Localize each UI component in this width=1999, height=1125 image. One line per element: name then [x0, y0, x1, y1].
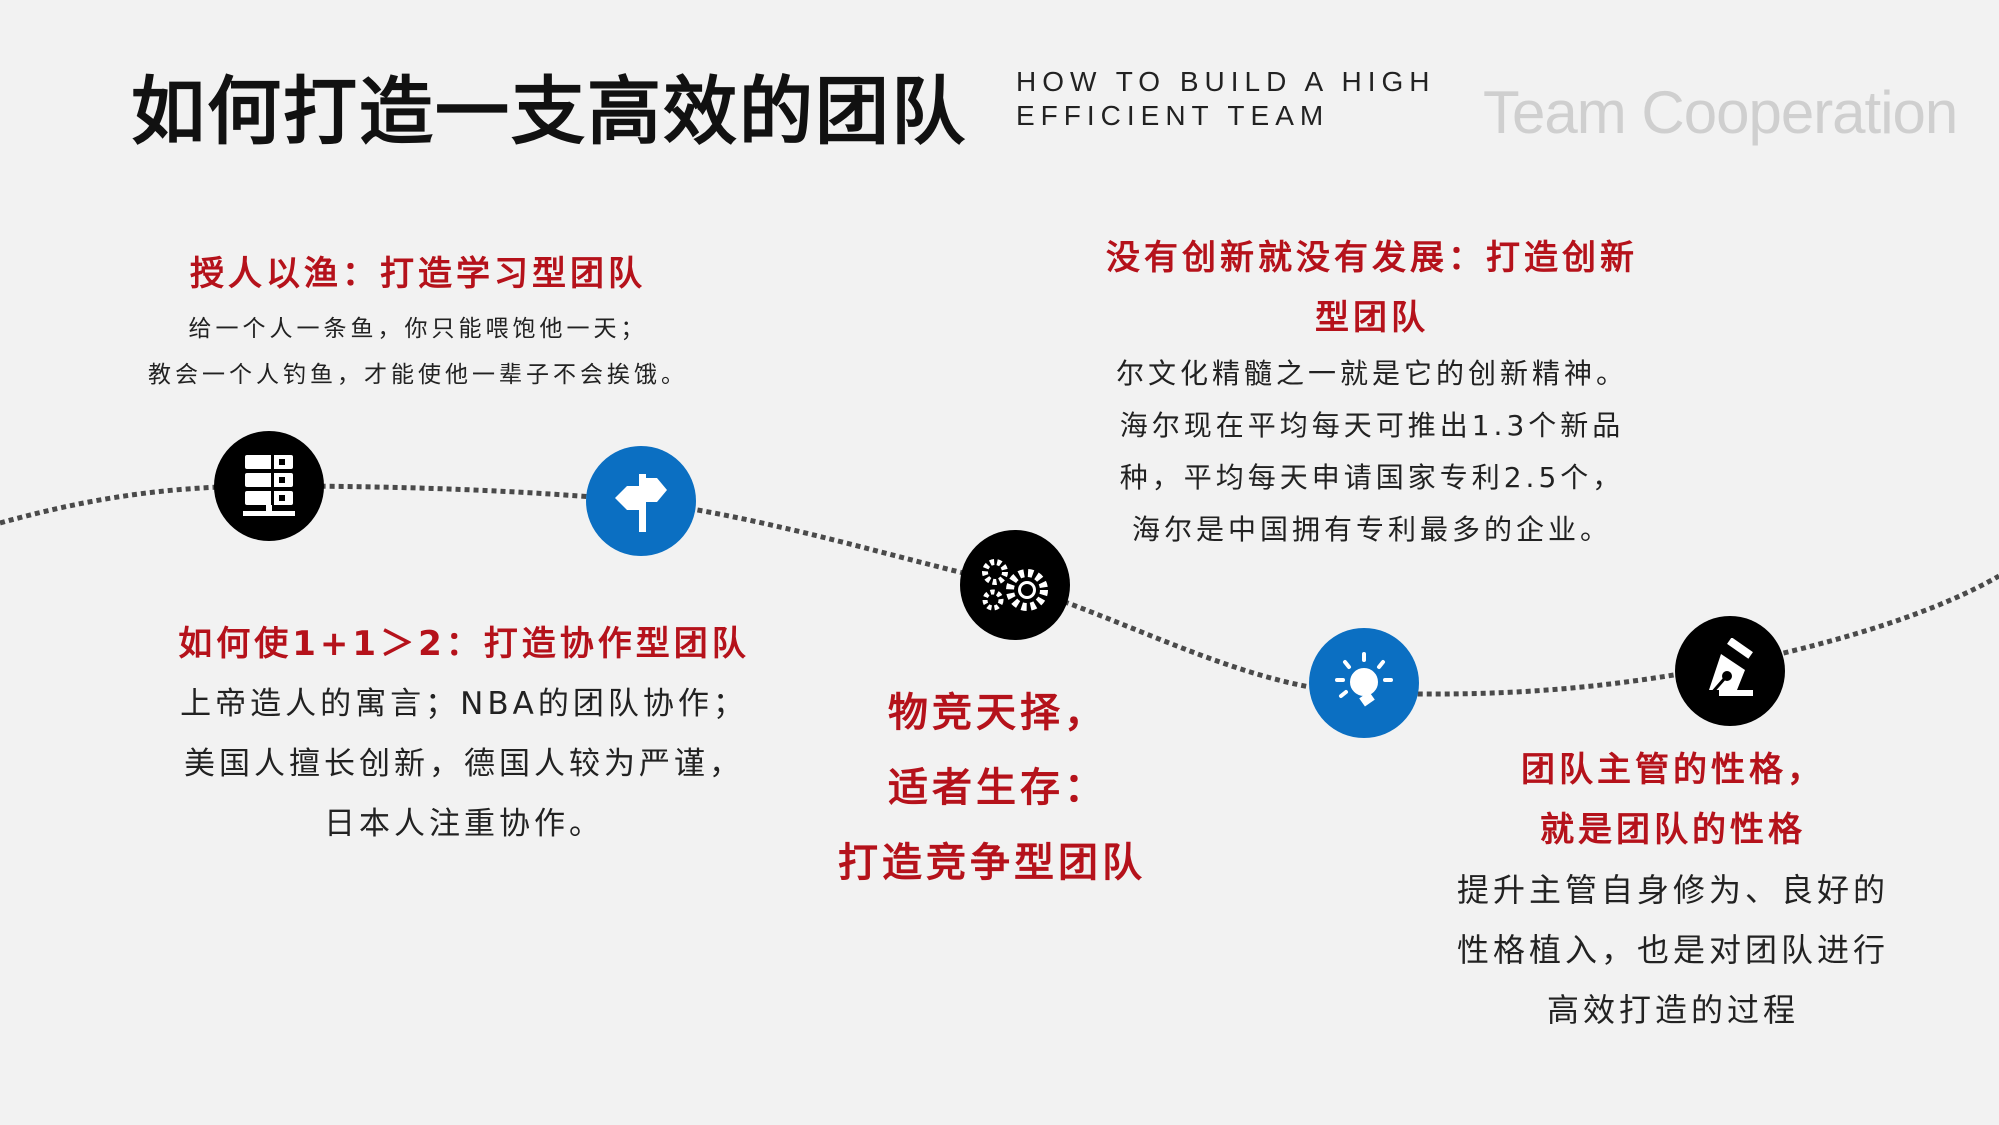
section-title-line: 没有创新就没有发展：打造创新	[1106, 238, 1638, 278]
section-title-line: 打造竞争型团队	[838, 840, 1146, 886]
section-innovation: 没有创新就没有发展：打造创新 型团队 尔文化精髓之一就是它的创新精神。 海尔现在…	[1106, 228, 1638, 556]
section-title: 如何使1+1＞2：打造协作型团队	[178, 624, 750, 664]
server-icon	[214, 431, 324, 541]
section-line: 尔文化精髓之一就是它的创新精神。	[1115, 357, 1628, 390]
section-title-line: 适者生存：	[888, 765, 1108, 811]
section-title-line: 就是团队的性格	[1539, 810, 1806, 850]
signpost-icon	[586, 446, 696, 556]
section-title: 授人以渔：打造学习型团队	[190, 254, 646, 294]
section-line: 海尔是中国拥有专利最多的企业。	[1131, 513, 1612, 546]
section-cooperation: 如何使1+1＞2：打造协作型团队 上帝造人的寓言；NBA的团队协作； 美国人擅长…	[178, 620, 749, 854]
section-line: 上帝造人的寓言；NBA的团队协作；	[180, 686, 748, 722]
section-leadership: 团队主管的性格， 就是团队的性格 提升主管自身修为、良好的 性格植入，也是对团队…	[1457, 740, 1889, 1040]
section-line: 海尔现在平均每天可推出1.3个新品	[1119, 409, 1625, 442]
section-line: 性格植入，也是对团队进行	[1456, 931, 1890, 969]
subtitle-line2: EFFICIENT TEAM	[1016, 100, 1330, 131]
section-learning: 授人以渔：打造学习型团队 给一个人一条鱼，你只能喂饱他一天； 教会一个人钓鱼，才…	[148, 252, 688, 398]
section-line: 日本人注重协作。	[324, 806, 604, 842]
section-line: 提升主管自身修为、良好的	[1456, 871, 1890, 909]
page-title: 如何打造一支高效的团队	[131, 69, 967, 155]
section-line: 给一个人一条鱼，你只能喂饱他一天；	[188, 316, 648, 342]
pen-nib-icon	[1675, 616, 1785, 726]
section-title-line: 型团队	[1315, 298, 1429, 338]
lightbulb-icon	[1309, 628, 1419, 738]
section-competition: 物竞天择， 适者生存： 打造竞争型团队	[838, 676, 1146, 901]
section-line: 种，平均每天申请国家专利2.5个，	[1119, 461, 1625, 494]
gears-icon	[960, 530, 1070, 640]
brand-text: Team Cooperation	[1483, 79, 1958, 146]
section-line: 高效打造的过程	[1546, 991, 1800, 1029]
section-line: 教会一个人钓鱼，才能使他一辈子不会挨饿。	[148, 362, 688, 388]
section-title-line: 团队主管的性格，	[1520, 750, 1825, 790]
section-title-line: 物竞天择，	[888, 690, 1108, 736]
subtitle-line1: HOW TO BUILD A HIGH	[1016, 66, 1436, 97]
section-line: 美国人擅长创新，德国人较为严谨，	[184, 746, 744, 782]
